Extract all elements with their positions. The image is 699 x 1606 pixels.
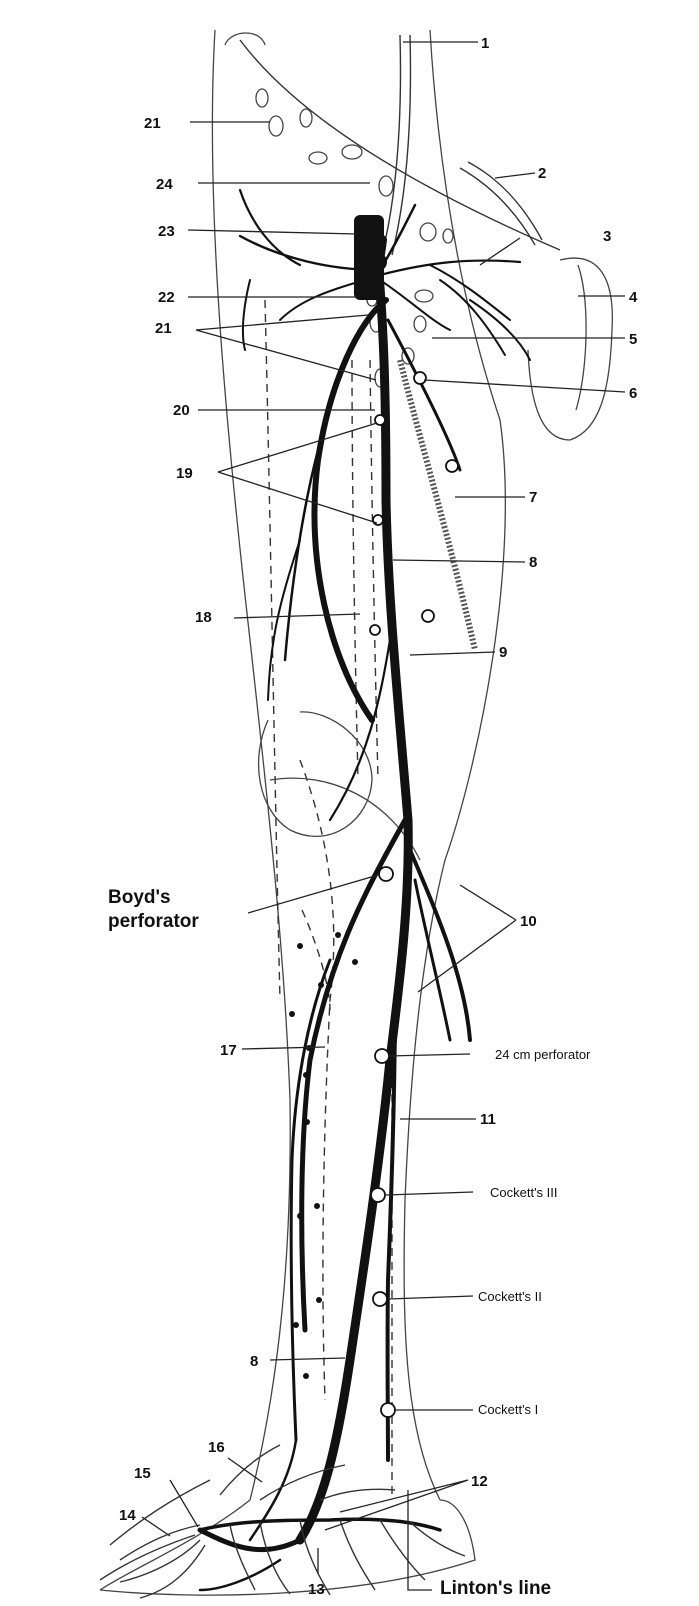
label-24: 24 [156, 176, 173, 193]
perforator-24cm-label: 24 cm perforator [495, 1047, 591, 1062]
label-15: 15 [134, 1465, 151, 1482]
label-5: 5 [629, 331, 637, 348]
dorsal-venous-arch [100, 1445, 465, 1598]
cockett-iii-marker [371, 1188, 385, 1202]
genital-outline [528, 258, 612, 440]
label-9: 9 [499, 644, 507, 661]
cockett-i-label: Cockett's I [478, 1402, 538, 1417]
label-8-upper: 8 [529, 554, 537, 571]
label-17: 17 [220, 1042, 237, 1059]
label-10: 10 [520, 913, 537, 930]
label-8-lower: 8 [250, 1353, 258, 1370]
sartorius-band [400, 360, 475, 650]
label-3: 3 [603, 228, 611, 245]
label-7: 7 [529, 489, 537, 506]
label-22: 22 [158, 289, 175, 306]
label-4: 4 [629, 289, 638, 306]
perforator-24cm-marker [375, 1049, 389, 1063]
label-1: 1 [481, 35, 489, 52]
cockett-iii-label: Cockett's III [490, 1185, 558, 1200]
label-19: 19 [176, 465, 193, 482]
label-16: 16 [208, 1439, 225, 1456]
label-11: 11 [480, 1111, 496, 1128]
cockett-ii-label: Cockett's II [478, 1289, 542, 1304]
label-21-top: 21 [144, 115, 161, 132]
label-12: 12 [471, 1473, 488, 1490]
cockett-ii-marker [373, 1292, 387, 1306]
label-23: 23 [158, 223, 175, 240]
label-13: 13 [308, 1581, 325, 1598]
great-saphenous-vein [200, 262, 470, 1550]
boyd-perforator-label-line1: Boyd's [108, 887, 171, 908]
deep-vein-dashed [265, 300, 392, 1500]
label-2: 2 [538, 165, 546, 182]
label-21-mid: 21 [155, 320, 172, 337]
label-6: 6 [629, 385, 637, 402]
boyd-perforator-marker [379, 867, 393, 881]
label-18: 18 [195, 609, 212, 626]
cockett-i-marker [381, 1403, 395, 1417]
femoral-vein-junction [354, 215, 387, 300]
label-20: 20 [173, 402, 190, 419]
lintons-line-label: Linton's line [440, 1578, 551, 1599]
leg-outline [100, 30, 560, 1595]
boyd-perforator-label-line2: perforator [108, 911, 199, 932]
label-14: 14 [119, 1507, 136, 1524]
